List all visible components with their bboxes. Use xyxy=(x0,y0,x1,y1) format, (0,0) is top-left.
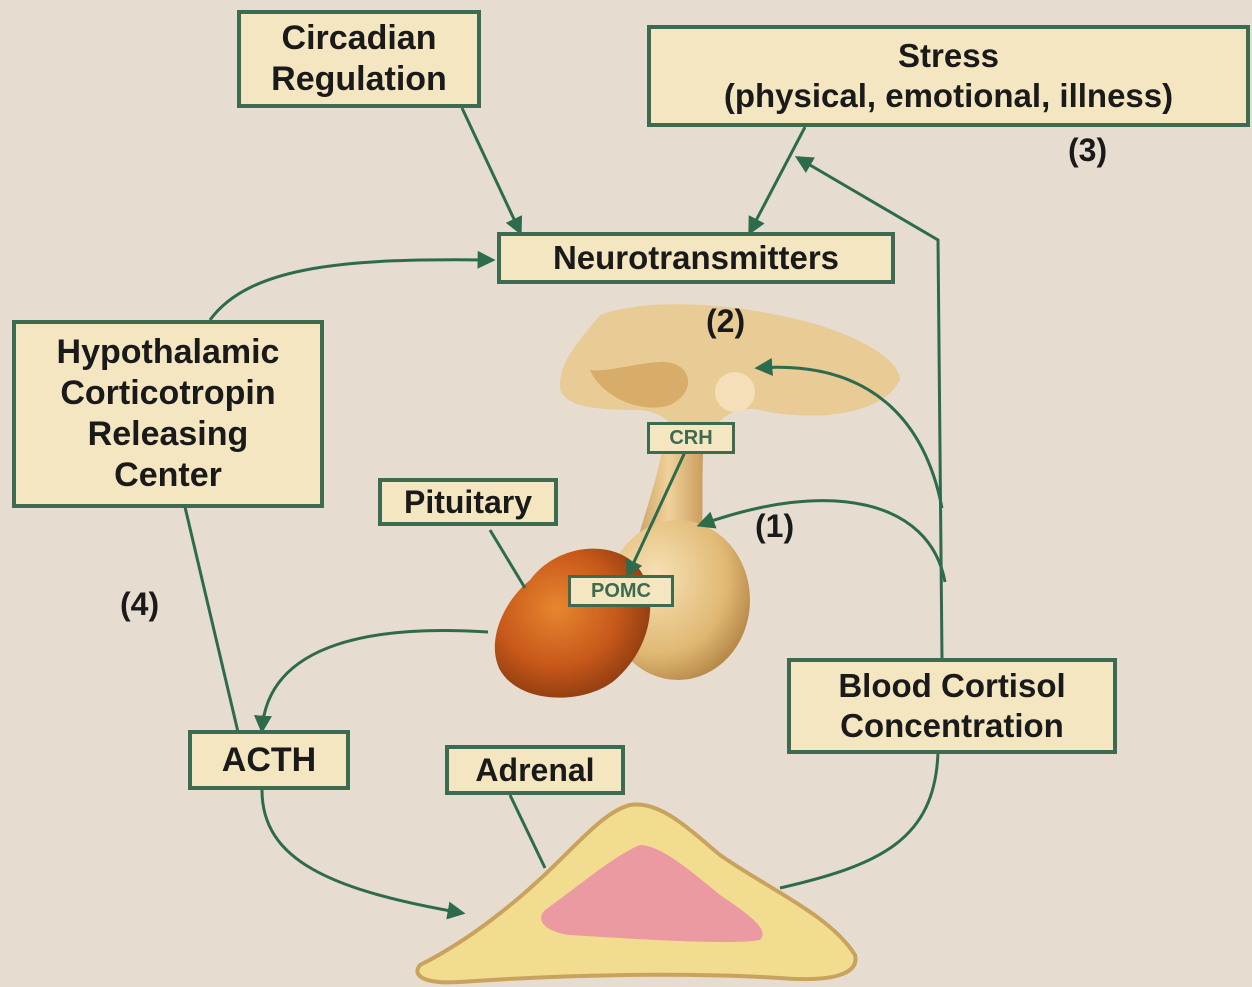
adrenal-illustration xyxy=(417,804,855,982)
pituitary-label-box: Pituitary xyxy=(378,478,558,526)
pituitary-illustration xyxy=(495,430,750,698)
crh-label: CRH xyxy=(647,422,735,454)
pituitary-leader-line xyxy=(490,530,525,588)
pomc-label: POMC xyxy=(568,575,674,607)
adrenal-label-box: Adrenal xyxy=(445,745,625,795)
circadian-to-neurotransmitters-arrow xyxy=(462,108,520,232)
stress-to-neurotransmitters-arrow xyxy=(750,127,805,232)
hypothalamic-to-neurotransmitters-arrow xyxy=(210,260,492,320)
stress-box: Stress (physical, emotional, illness) xyxy=(647,25,1250,127)
acth-box: ACTH xyxy=(188,730,350,790)
marker-4: (4) xyxy=(120,586,159,623)
hypothalamic-to-acth-line xyxy=(185,507,238,732)
acth-to-adrenal-arrow xyxy=(262,790,462,913)
adrenal-leader-line xyxy=(510,795,545,868)
neurotransmitters-box: Neurotransmitters xyxy=(497,232,895,284)
marker-1: (1) xyxy=(755,508,794,545)
hypothalamic-center-box: Hypothalamic Corticotropin Releasing Cen… xyxy=(12,320,324,508)
adrenal-to-cortisol-line xyxy=(780,752,938,888)
marker-3: (3) xyxy=(1068,132,1107,169)
marker-2: (2) xyxy=(706,303,745,340)
blood-cortisol-box: Blood Cortisol Concentration xyxy=(787,658,1117,754)
circadian-regulation-box: Circadian Regulation xyxy=(237,10,481,108)
pituitary-to-acth-arrow xyxy=(262,630,488,730)
